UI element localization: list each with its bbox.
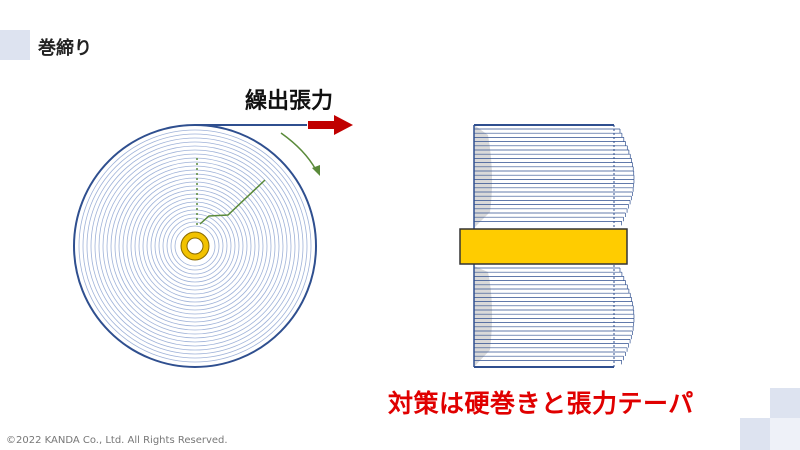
winding-layer-ring — [86, 137, 304, 355]
winding-layer-ring — [106, 157, 284, 335]
winding-layer-ring — [170, 221, 220, 271]
winding-layer-ring — [98, 149, 292, 343]
winding-layer-ring — [90, 141, 300, 351]
winding-layer-ring — [142, 193, 248, 299]
winding-layer-ring — [150, 201, 240, 291]
roll-core-hole — [186, 237, 204, 255]
roll-side-view — [473, 124, 635, 368]
copyright-footer: ©2022 KANDA Co., Ltd. All Rights Reserve… — [6, 435, 228, 446]
winding-layer-ring — [94, 145, 296, 347]
winding-layer-ring — [110, 161, 280, 331]
header-accent-block — [0, 30, 30, 60]
tension-arrow-icon — [308, 115, 353, 135]
side-shade-top — [474, 125, 493, 228]
rotation-arrow-icon — [280, 132, 320, 176]
winding-layer-ring — [102, 153, 288, 339]
winding-layer-ring — [82, 133, 308, 359]
winding-layer-ring — [138, 189, 252, 303]
winding-layer-ring — [114, 165, 276, 327]
slide-title: 巻締り — [38, 38, 92, 59]
unwind-tension-label: 繰出張力 — [245, 89, 334, 114]
tension-tape-band — [459, 228, 628, 265]
countermeasure-text: 対策は硬巻きと張力テーパ — [388, 389, 694, 418]
winding-layer-ring — [158, 209, 232, 283]
winding-layer-ring — [78, 129, 312, 363]
winding-layer-ring — [162, 213, 228, 279]
corner-tiles — [740, 388, 800, 450]
winding-layer-ring — [134, 185, 256, 307]
winding-layer-ring — [154, 205, 236, 287]
winding-layer-ring — [166, 217, 224, 275]
strain-line — [199, 179, 266, 225]
winding-layer-ring — [174, 225, 216, 267]
winding-layer-ring — [118, 169, 272, 323]
winding-layer-ring — [146, 197, 244, 295]
winding-layer-ring — [126, 177, 264, 315]
roll-cross-section — [78, 129, 312, 363]
winding-layer-ring — [130, 181, 260, 311]
winding-layer-ring — [122, 173, 268, 319]
side-shade-bottom — [474, 266, 493, 367]
